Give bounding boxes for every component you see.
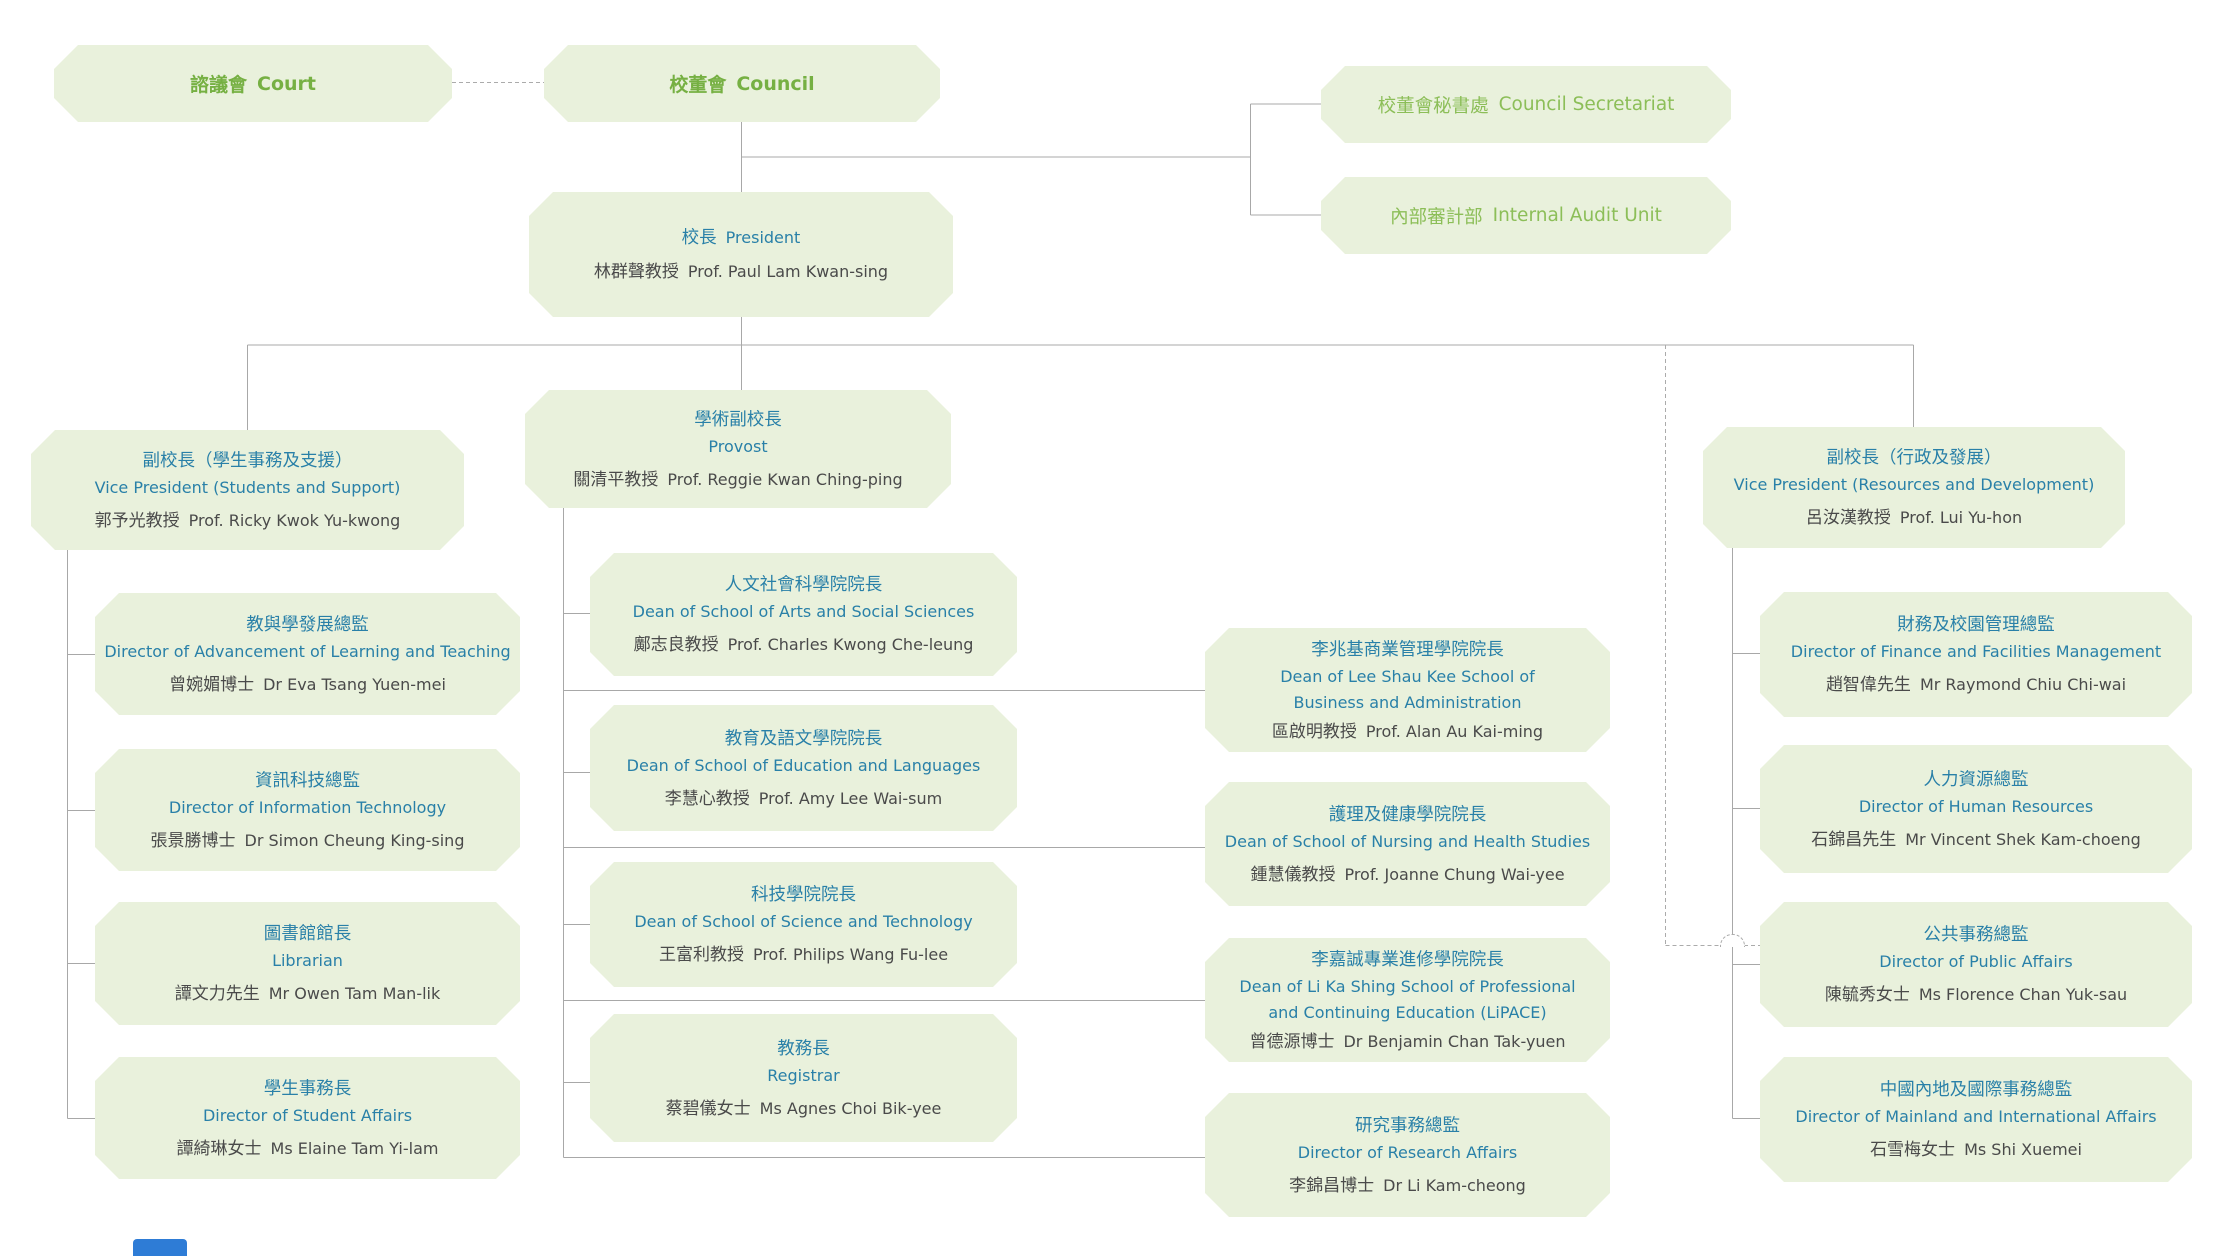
org-box-dean-education: 教育及語文學院院長 Dean of School of Education an… [590,705,1017,831]
dean-arts-title-cjk: 人文社會科學院院長 [724,575,883,595]
director-it-title-en: Director of Information Technology [168,797,447,817]
dean-business-title-cjk: 李兆基商業管理學院院長 [1311,639,1504,660]
director-research-title-en: Director of Research Affairs [1297,1142,1518,1162]
org-box-director-mainland-international: 中國內地及國際事務總監 Director of Mainland and Int… [1760,1057,2192,1182]
registrar-title-cjk: 教務長 [777,1038,830,1059]
provost-title-cjk: 學術副校長 [694,409,782,430]
registrar-title-en: Registrar [767,1065,840,1085]
org-box-director-it: 資訊科技總監 Director of Information Technolog… [95,749,520,871]
director-finance-title-cjk: 財務及校園管理總監 [1897,615,2055,635]
org-box-council-secretariat: 校董會秘書處 Council Secretariat [1321,66,1731,143]
bottom-left-partial-button[interactable] [133,1239,187,1256]
org-box-dean-arts: 人文社會科學院院長 Dean of School of Arts and Soc… [590,553,1017,676]
org-box-court: 諮議會 Court [54,45,452,122]
director-mainland-title-en: Director of Mainland and International A… [1795,1107,2157,1126]
org-box-vp-students: 副校長（學生事務及支援） Vice President (Students an… [31,430,464,550]
council-secretariat-label-cjk: 校董會秘書處 [1377,95,1489,117]
org-box-dean-business: 李兆基商業管理學院院長 Dean of Lee Shau Kee School … [1205,628,1610,752]
org-box-council: 校董會 Council [544,45,940,122]
org-box-director-hr: 人力資源總監 Director of Human Resources 石錦昌先生… [1760,745,2192,873]
dean-lipace-title-en1: Dean of Li Ka Shing School of Profession… [1239,976,1576,996]
director-mainland-title-cjk: 中國內地及國際事務總監 [1879,1080,2073,1100]
dean-lipace-title-cjk: 李嘉誠專業進修學院院長 [1311,949,1504,970]
librarian-title-cjk: 圖書館館長 [263,924,352,944]
provost-title-en: Provost [708,436,768,456]
org-box-director-alt: 教與學發展總監 Director of Advancement of Learn… [95,593,520,715]
director-alt-title-cjk: 教與學發展總監 [246,614,369,635]
court-label-cjk: 諮議會 [190,74,248,96]
internal-audit-label-cjk: 內部審計部 [1390,206,1483,228]
dean-arts-title-en: Dean of School of Arts and Social Scienc… [632,602,975,621]
dean-science-title-cjk: 科技學院院長 [751,885,856,905]
dean-business-title-en1: Dean of Lee Shau Kee School of [1280,666,1535,686]
org-box-dean-lipace: 李嘉誠專業進修學院院長 Dean of Li Ka Shing School o… [1205,938,1610,1062]
org-box-dean-nursing: 護理及健康學院院長 Dean of School of Nursing and … [1205,782,1610,906]
vp-resources-title-en: Vice President (Resources and Developmen… [1733,475,2095,494]
director-hr-title-cjk: 人力資源總監 [1923,769,2029,790]
librarian-title-en: Librarian [272,951,343,970]
director-finance-title-en: Director of Finance and Facilities Manag… [1790,642,2162,661]
org-box-director-finance: 財務及校園管理總監 Director of Finance and Facili… [1760,592,2192,717]
dean-nursing-title-cjk: 護理及健康學院院長 [1328,804,1487,825]
dean-lipace-title-en2: and Continuing Education (LiPACE) [1268,1002,1547,1022]
director-research-title-cjk: 研究事務總監 [1355,1115,1460,1136]
org-box-internal-audit-unit: 內部審計部 Internal Audit Unit [1321,177,1731,254]
council-label-cjk: 校董會 [669,74,727,96]
dean-education-title-en: Dean of School of Education and Language… [626,755,981,775]
council-secretariat-label-en: Council Secretariat [1498,94,1675,115]
dean-business-title-en2: Business and Administration [1293,692,1522,712]
director-alt-title-en: Director of Advancement of Learning and … [104,641,511,661]
vp-students-title-en: Vice President (Students and Support) [94,477,401,497]
director-hr-title-en: Director of Human Resources [1858,796,2094,816]
org-box-director-research: 研究事務總監 Director of Research Affairs 李錦昌博… [1205,1093,1610,1217]
director-public-affairs-title-en: Director of Public Affairs [1879,952,2073,971]
dean-education-title-cjk: 教育及語文學院院長 [724,728,883,749]
org-box-vp-resources: 副校長（行政及發展） Vice President (Resources and… [1703,427,2125,548]
court-label-en: Court [257,72,316,95]
director-student-affairs-title-cjk: 學生事務長 [263,1078,352,1099]
vp-students-title-cjk: 副校長（學生事務及支援） [142,450,353,471]
director-public-affairs-title-cjk: 公共事務總監 [1923,925,2029,945]
org-box-dean-science: 科技學院院長 Dean of School of Science and Tec… [590,862,1017,987]
director-it-title-cjk: 資訊科技總監 [255,770,360,791]
council-label-en: Council [736,72,815,95]
internal-audit-label-en: Internal Audit Unit [1492,205,1662,226]
vp-resources-title-cjk: 副校長（行政及發展） [1826,448,2002,468]
dean-science-title-en: Dean of School of Science and Technology [634,912,973,931]
dean-nursing-title-en: Dean of School of Nursing and Health Stu… [1224,831,1591,851]
director-student-affairs-title-en: Director of Student Affairs [202,1105,413,1125]
